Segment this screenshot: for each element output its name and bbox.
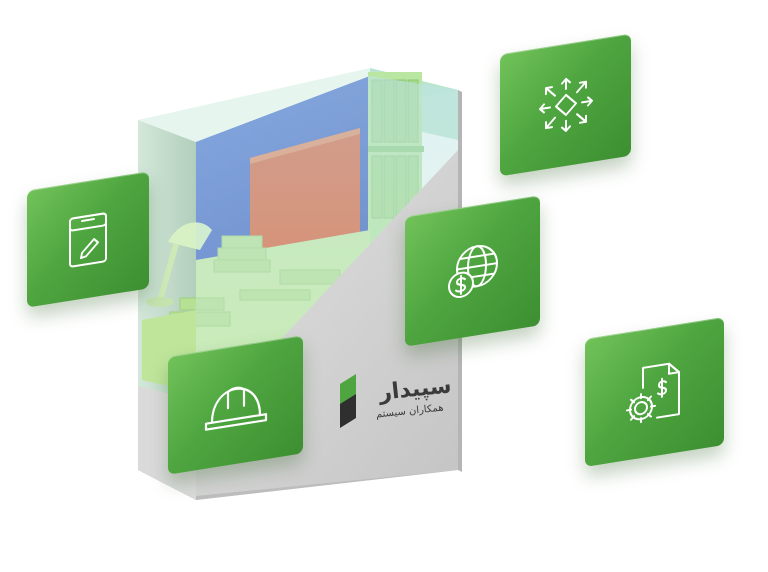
globe-dollar-card xyxy=(405,195,540,347)
invoice-gear-card xyxy=(585,316,724,468)
expand-arrows-icon xyxy=(538,77,593,133)
expand-arrows-card xyxy=(500,33,631,177)
calendar-edit-card xyxy=(27,171,149,308)
globe-dollar-icon xyxy=(447,245,498,299)
hard-hat-icon xyxy=(204,386,267,431)
invoice-gear-icon xyxy=(625,362,680,424)
brand-logo xyxy=(340,374,356,428)
hard-hat-card xyxy=(168,335,303,475)
calendar-edit-icon xyxy=(69,212,107,267)
